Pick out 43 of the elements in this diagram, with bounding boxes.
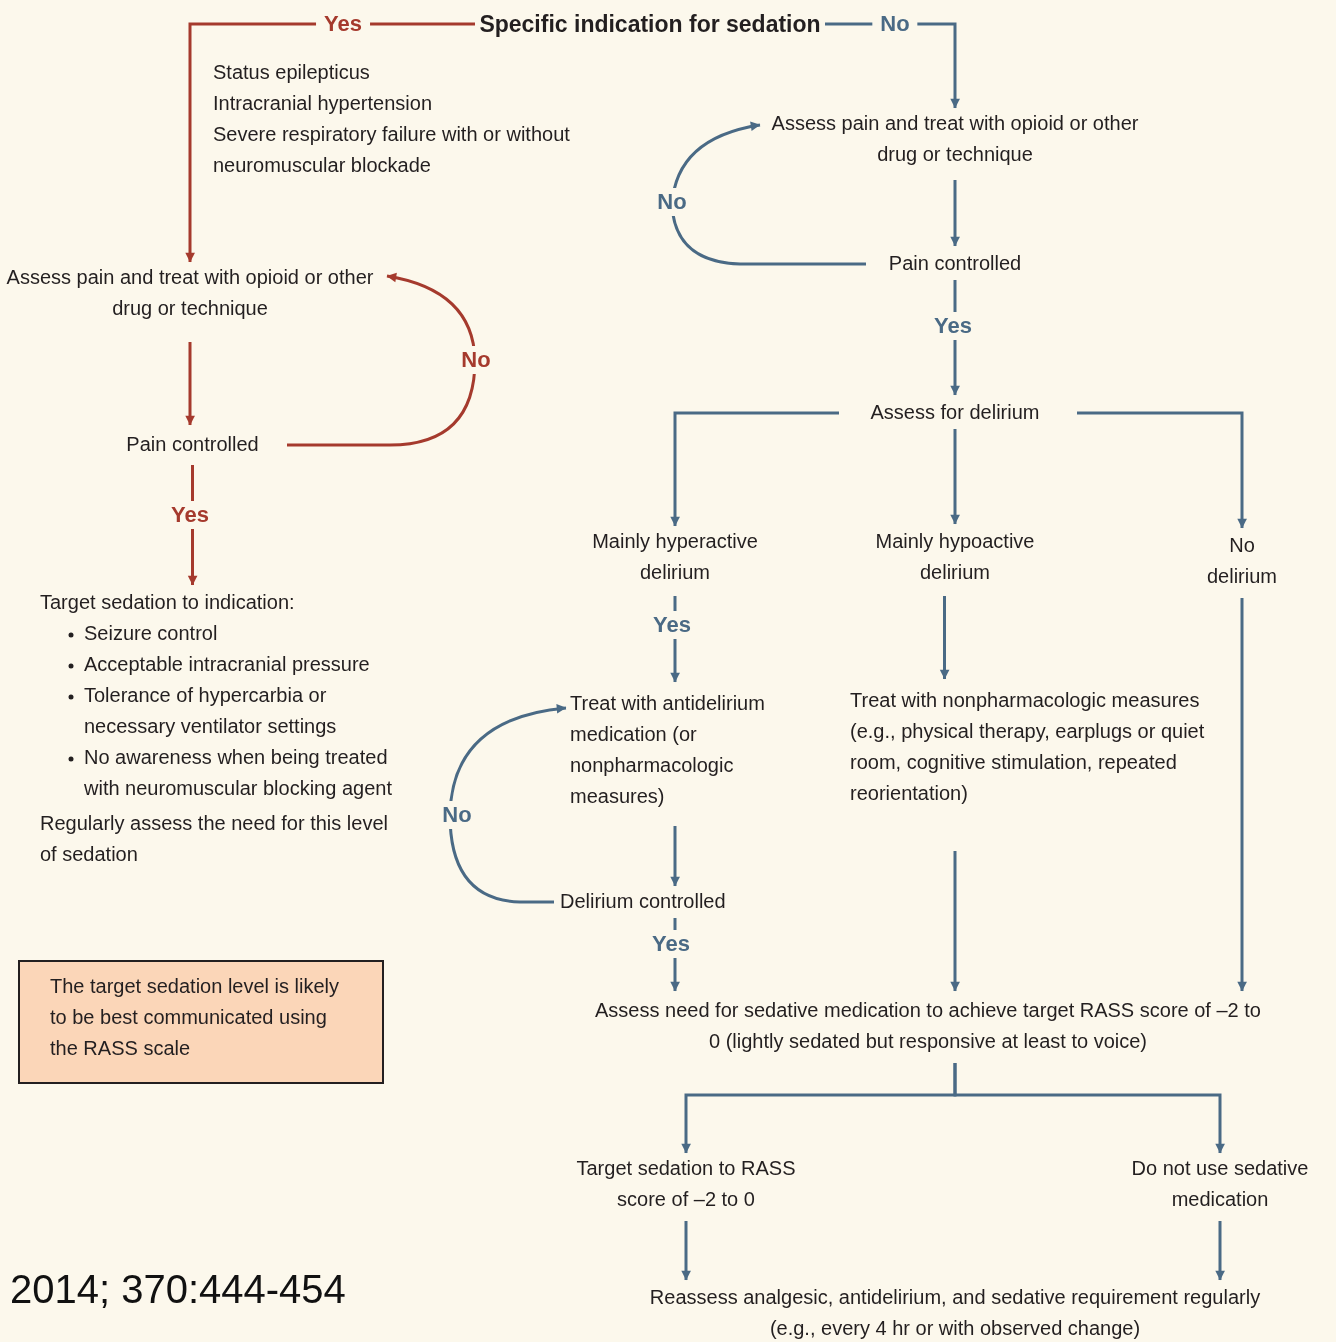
arrow [681,1221,691,1281]
flow-step-text: Pain controlled [887,251,1023,276]
arrow [670,121,866,266]
flow-step-text: Assess pain and treat with opioid or other drug or technique [5,265,375,321]
citation-text: 2014; 370:444-454 [10,1266,346,1313]
flow-step-text: Assess need for sedative medication to achieve target RASS score of –2 to 0 (lightly sedated but responsive at least to voice) [594,998,1262,1054]
flow-step-text: Do not use sedative medication [1130,1156,1310,1212]
flow-step-text: Mainly hypoactive delirium [874,529,1036,585]
bullet-item: Tolerance of hypercarbia or necessary ventilator settings [84,683,338,739]
flow-step-text: Pain controlled [125,432,260,457]
arrow [1237,598,1247,992]
flow-step-text: Treat with antidelirium medication (or nonpharmacologic measures) [570,691,766,809]
arrow [953,1063,1225,1154]
flow-step-text: Delirium controlled [560,889,727,914]
arrow [185,342,195,426]
flow-step-text: Target sedation to RASS score of –2 to 0 [575,1156,797,1212]
arrow [950,851,960,992]
flow-step-text: Mainly hyperactive delirium [591,529,759,585]
arrow [448,704,567,904]
arrow [1077,411,1247,529]
flow-heading: Specific indication for sedation [478,10,822,39]
flow-step-text: Assess for delirium [869,400,1041,425]
note-text: Regularly assess the need for this level of sedation [40,811,389,867]
indication-text: Status epilepticus [213,60,371,85]
flow-step-text: Treat with nonpharmacologic measures (e.g., physical therapy, earplugs or quiet room, cognitive stimulation, repeated reorientation) [850,688,1205,806]
bullet-item: Acceptable intracranial pressure [84,652,370,677]
bullet-item: Seizure control [84,621,218,646]
flow-step-text: Assess pain and treat with opioid or other drug or technique [770,111,1140,167]
arrow [950,429,960,525]
arrow [670,411,839,527]
flow-step-text: No delirium [1206,533,1278,589]
bullet-item: No awareness when being treated with neuromuscular blocking agent [84,745,393,801]
arrow [1215,1221,1225,1281]
note-box: The target sedation level is likely to be best communicated using the RASS scale [18,960,384,1084]
arrow [939,596,950,680]
indication-text: Severe respiratory failure with or without neuromuscular blockade [213,122,571,178]
arrow [950,180,960,247]
arrow [287,273,477,447]
flow-step-text: Reassess analgesic, antidelirium, and sedative requirement regularly (e.g., every 4 hr or with observed change) [648,1285,1262,1341]
arrow [185,22,475,263]
arrow [670,826,680,887]
indication-text: Intracranial hypertension [213,91,433,116]
list-heading: Target sedation to indication: [40,590,296,615]
